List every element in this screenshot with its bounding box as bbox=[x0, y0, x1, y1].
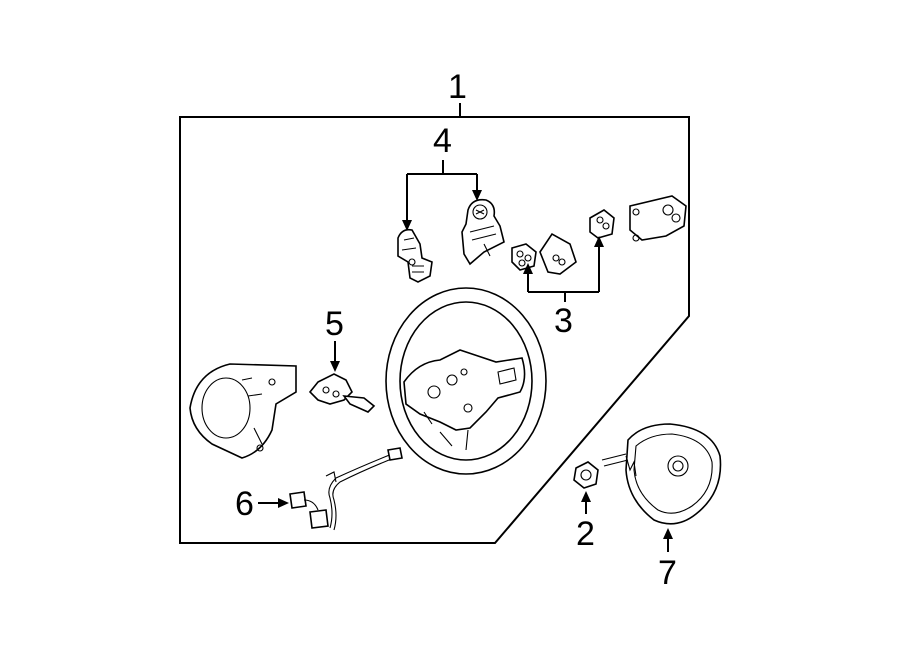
callout-4[interactable]: 4 bbox=[433, 122, 452, 160]
callout-3[interactable]: 3 bbox=[554, 302, 573, 340]
callout-2[interactable]: 2 bbox=[576, 515, 595, 553]
leader-3 bbox=[523, 236, 604, 302]
switch-right-part bbox=[461, 198, 505, 266]
wire-harness-part bbox=[289, 447, 403, 531]
switch-module-b-part bbox=[589, 209, 615, 239]
callout-1[interactable]: 1 bbox=[448, 68, 467, 106]
callout-7[interactable]: 7 bbox=[658, 554, 677, 592]
leader-7-arrow bbox=[663, 528, 673, 539]
callout-5[interactable]: 5 bbox=[325, 305, 344, 343]
switch-left-part bbox=[397, 228, 433, 283]
callout-6[interactable]: 6 bbox=[235, 485, 254, 523]
airbag-module-part bbox=[601, 423, 722, 525]
switch-module-a-part bbox=[511, 243, 537, 271]
column-cover-part bbox=[189, 363, 297, 459]
leader-2-arrow bbox=[581, 491, 591, 502]
switch-bracket-part bbox=[629, 195, 687, 242]
leader-4 bbox=[402, 160, 482, 231]
leader-6-arrow bbox=[278, 498, 289, 508]
leader-5-arrow bbox=[330, 361, 340, 372]
multifunction-switch-part bbox=[308, 373, 376, 413]
nut-part bbox=[573, 461, 599, 489]
assembly-outline bbox=[179, 116, 690, 544]
switch-cover-part bbox=[539, 232, 577, 275]
steering-wheel-part bbox=[385, 287, 547, 475]
